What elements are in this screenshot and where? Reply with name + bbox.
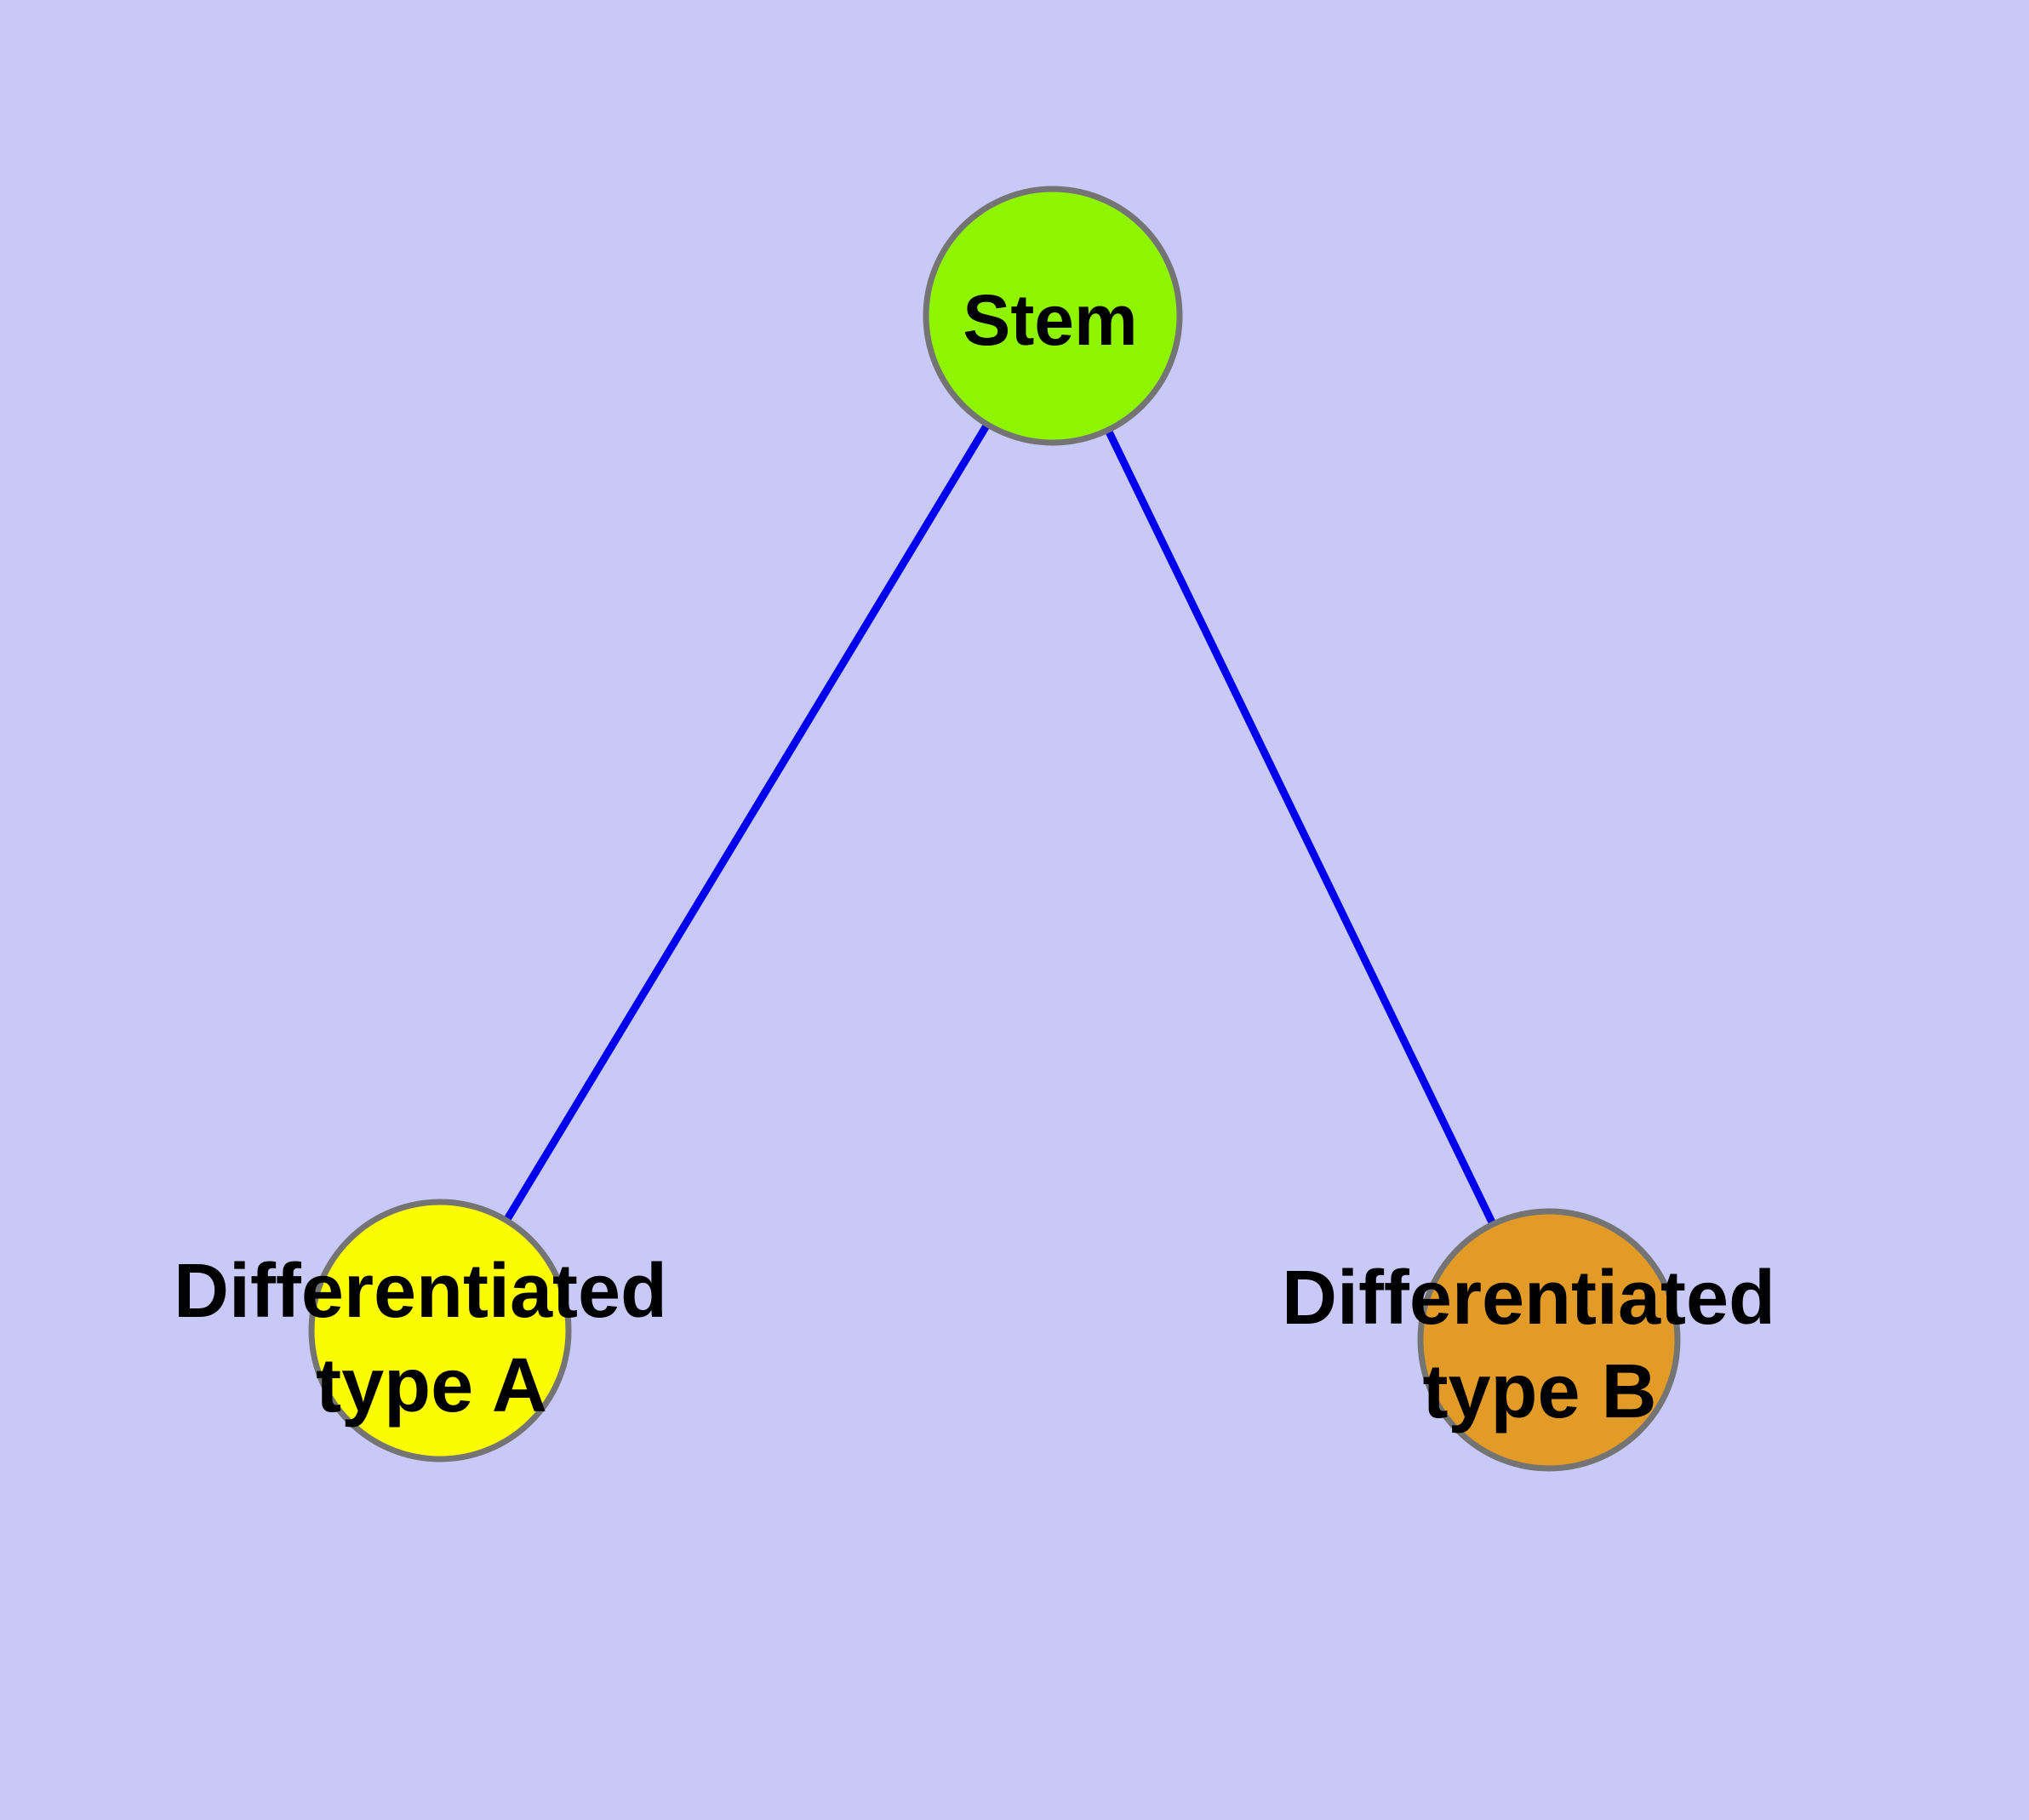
node-stem-circle — [923, 186, 1183, 446]
node-type-a-label-line1: Differentiated — [174, 1249, 667, 1334]
edge-stem-to-type-a — [437, 313, 1056, 1333]
node-type-b-label-line2: type B — [1422, 1349, 1656, 1434]
node-type-a-circle — [308, 1199, 572, 1462]
node-type-b-circle — [1417, 1208, 1681, 1472]
node-stem-label: Stem — [963, 280, 1137, 360]
node-type-b-label-line1: Differentiated — [1282, 1256, 1775, 1341]
edge-stem-to-type-b — [1049, 314, 1553, 1342]
node-type-a-label-line2: type A — [316, 1343, 547, 1428]
